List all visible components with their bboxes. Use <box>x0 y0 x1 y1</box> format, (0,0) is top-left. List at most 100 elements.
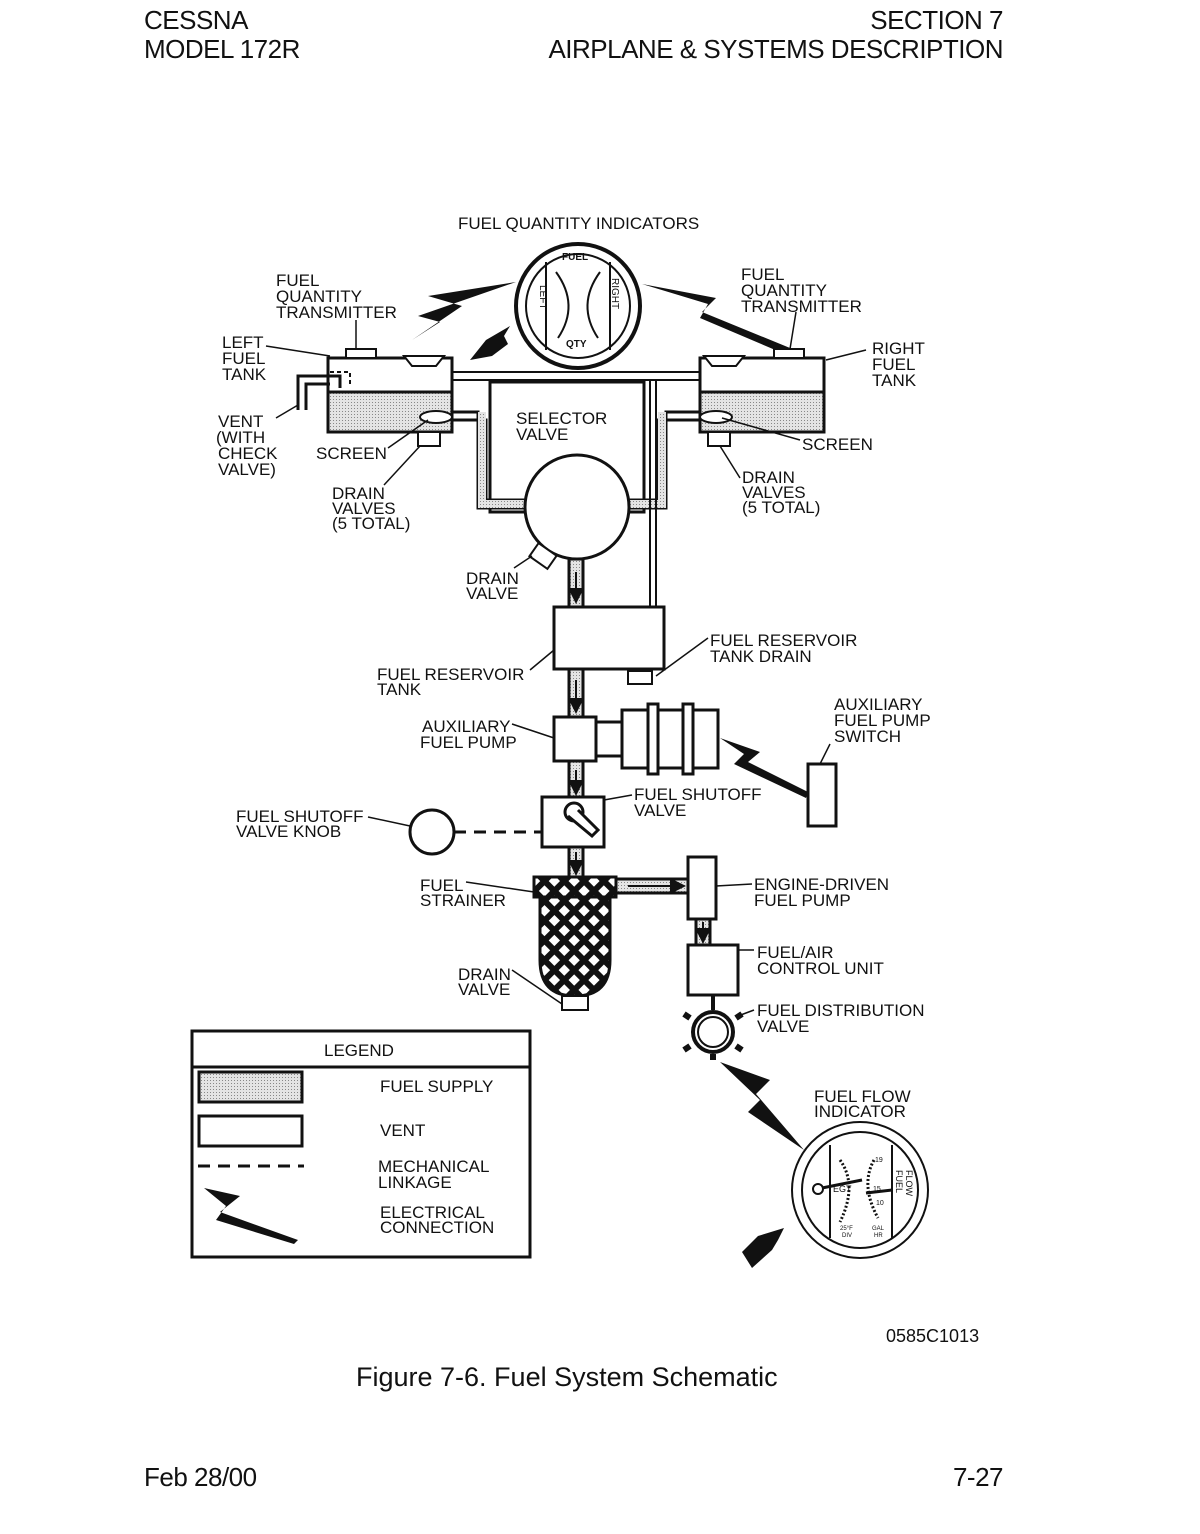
right-fuel-tank <box>698 348 826 447</box>
flow-unit-right-2: HR <box>874 1233 883 1239</box>
fuel-strainer <box>532 875 618 1011</box>
label-distribution-1: FUEL DISTRIBUTION <box>757 1001 925 1020</box>
figure-id: 0585C1013 <box>886 1326 980 1346</box>
fuel-shutoff-valve <box>540 795 606 849</box>
auxiliary-fuel-pump <box>552 702 720 776</box>
label-vent-2: (WITH <box>216 428 265 447</box>
flow-gauge-fuel: FUEL <box>894 1170 904 1193</box>
legend-vent-label: VENT <box>380 1121 425 1140</box>
label-aux-pump-2: FUEL PUMP <box>420 733 517 752</box>
gauge-qty-label: QTY <box>566 339 587 350</box>
label-left-transmitter-3: TRANSMITTER <box>276 303 397 322</box>
label-aux-switch-1: AUXILIARY <box>834 695 923 714</box>
fuel-air-control-unit <box>686 943 740 997</box>
gauge-right-label: RIGHT <box>609 278 620 309</box>
legend-fuel-supply-swatch <box>197 1070 304 1104</box>
electrical-connection-right <box>642 284 790 352</box>
label-strainer-1: FUEL <box>420 876 463 895</box>
engine-driven-fuel-pump <box>686 855 718 921</box>
label-fuel-quantity-indicators: FUEL QUANTITY INDICATORS <box>458 214 699 233</box>
label-drain-strainer-1: DRAIN <box>458 965 511 984</box>
flow-scale-15: 15 <box>873 1186 881 1193</box>
label-reservoir-drain-2: TANK DRAIN <box>710 647 812 666</box>
vent-line <box>452 371 700 381</box>
label-drain-right-2: VALVES <box>742 483 806 502</box>
label-selector-valve-2: VALVE <box>516 425 568 444</box>
label-left-tank-2: FUEL <box>222 349 265 368</box>
legend-fuel-supply-label: FUEL SUPPLY <box>380 1077 493 1096</box>
leader-lines <box>265 311 867 1017</box>
fuel-flow-gauge: EGT 19 15 10 FUEL FLOW 25°F DIV GAL HR <box>791 1121 929 1259</box>
page-header-right: SECTION 7 AIRPLANE & SYSTEMS DESCRIPTION <box>548 6 1003 64</box>
label-drain-strainer-2: VALVE <box>458 980 510 999</box>
label-aux-switch-2: FUEL PUMP <box>834 711 931 730</box>
label-flow-indicator-1: FUEL FLOW <box>814 1087 911 1106</box>
label-shutoff-1: FUEL SHUTOFF <box>634 785 762 804</box>
label-right-tank-3: TANK <box>872 371 917 390</box>
label-drain-left-3: (5 TOTAL) <box>332 514 410 533</box>
component-labels: FUEL QUANTITY TRANSMITTER FUEL QUANTITY … <box>216 265 931 1121</box>
label-reservoir-2: TANK <box>377 680 422 699</box>
auxiliary-fuel-pump-switch <box>806 762 838 828</box>
label-aux-pump-1: AUXILIARY <box>422 717 511 736</box>
electrical-connection-left <box>412 282 516 340</box>
flow-unit-left-2: DIV <box>842 1233 852 1239</box>
flow-unit-left-1: 25°F <box>840 1226 853 1232</box>
reservoir-drain <box>627 670 653 685</box>
flow-gauge-flow: FLOW <box>904 1170 914 1197</box>
fuel-shutoff-valve-knob <box>408 808 456 856</box>
label-drain-left-2: VALVES <box>332 499 396 518</box>
legend-mechanical-label-2: LINKAGE <box>378 1173 452 1192</box>
label-shutoff-2: VALVE <box>634 801 686 820</box>
label-screen-left: SCREEN <box>316 444 387 463</box>
label-right-transmitter-1: FUEL <box>741 265 784 284</box>
label-right-transmitter-3: TRANSMITTER <box>741 297 862 316</box>
header-model: MODEL 172R <box>144 34 300 64</box>
label-shutoff-knob-1: FUEL SHUTOFF <box>236 807 364 826</box>
label-left-tank-3: TANK <box>222 365 267 384</box>
label-vent-1: VENT <box>218 412 263 431</box>
label-engine-pump-1: ENGINE-DRIVEN <box>754 875 889 894</box>
label-screen-right: SCREEN <box>802 435 873 454</box>
footer-page-number: 7-27 <box>952 1462 1004 1492</box>
label-selector-valve-1: SELECTOR <box>516 409 607 428</box>
label-left-transmitter-1: FUEL <box>276 271 319 290</box>
fuel-distribution-valve <box>682 1010 744 1060</box>
page-header-left: CESSNA MODEL 172R <box>144 6 300 64</box>
label-drain-right-3: (5 TOTAL) <box>742 498 820 517</box>
figure-caption: Figure 7-6. Fuel System Schematic <box>356 1362 778 1392</box>
left-fuel-tank <box>296 348 454 447</box>
fuel-quantity-gauge: FUEL QTY LEFT RIGHT <box>514 242 642 370</box>
label-drain-selector-1: DRAIN <box>466 569 519 588</box>
flow-scale-19: 19 <box>875 1157 883 1164</box>
pointer-hand-icon <box>470 326 510 360</box>
electrical-connection-flow <box>720 1062 804 1150</box>
label-drain-selector-2: VALVE <box>466 584 518 603</box>
label-right-tank-1: RIGHT <box>872 339 925 358</box>
header-section-title: AIRPLANE & SYSTEMS DESCRIPTION <box>548 34 1003 64</box>
flow-scale-10: 10 <box>876 1200 884 1207</box>
legend-electrical-label-2: CONNECTION <box>380 1218 494 1237</box>
label-right-tank-2: FUEL <box>872 355 915 374</box>
label-distribution-2: VALVE <box>757 1017 809 1036</box>
label-shutoff-knob-2: VALVE KNOB <box>236 822 341 841</box>
header-manufacturer: CESSNA <box>144 5 248 35</box>
label-reservoir-drain-1: FUEL RESERVOIR <box>710 631 857 650</box>
label-aux-switch-3: SWITCH <box>834 727 901 746</box>
flow-gauge-egt: EGT <box>833 1184 852 1194</box>
label-vent-4: VALVE) <box>218 460 276 479</box>
footer-date: Feb 28/00 <box>144 1462 257 1492</box>
label-drain-right-1: DRAIN <box>742 468 795 487</box>
legend-title: LEGEND <box>324 1041 394 1060</box>
label-fuel-air-1: FUEL/AIR <box>757 943 834 962</box>
label-reservoir-1: FUEL RESERVOIR <box>377 665 524 684</box>
electrical-connection-aux <box>720 738 808 798</box>
label-right-transmitter-2: QUANTITY <box>741 281 827 300</box>
label-flow-indicator-2: INDICATOR <box>814 1102 906 1121</box>
legend: LEGEND FUEL SUPPLY VENT MECHANICAL LINKA… <box>190 1029 532 1259</box>
fuel-reservoir-tank <box>552 605 666 671</box>
pointer-hand-icon-lower <box>742 1228 784 1268</box>
label-engine-pump-2: FUEL PUMP <box>754 891 851 910</box>
label-vent-3: CHECK <box>218 444 278 463</box>
label-fuel-air-2: CONTROL UNIT <box>757 959 884 978</box>
